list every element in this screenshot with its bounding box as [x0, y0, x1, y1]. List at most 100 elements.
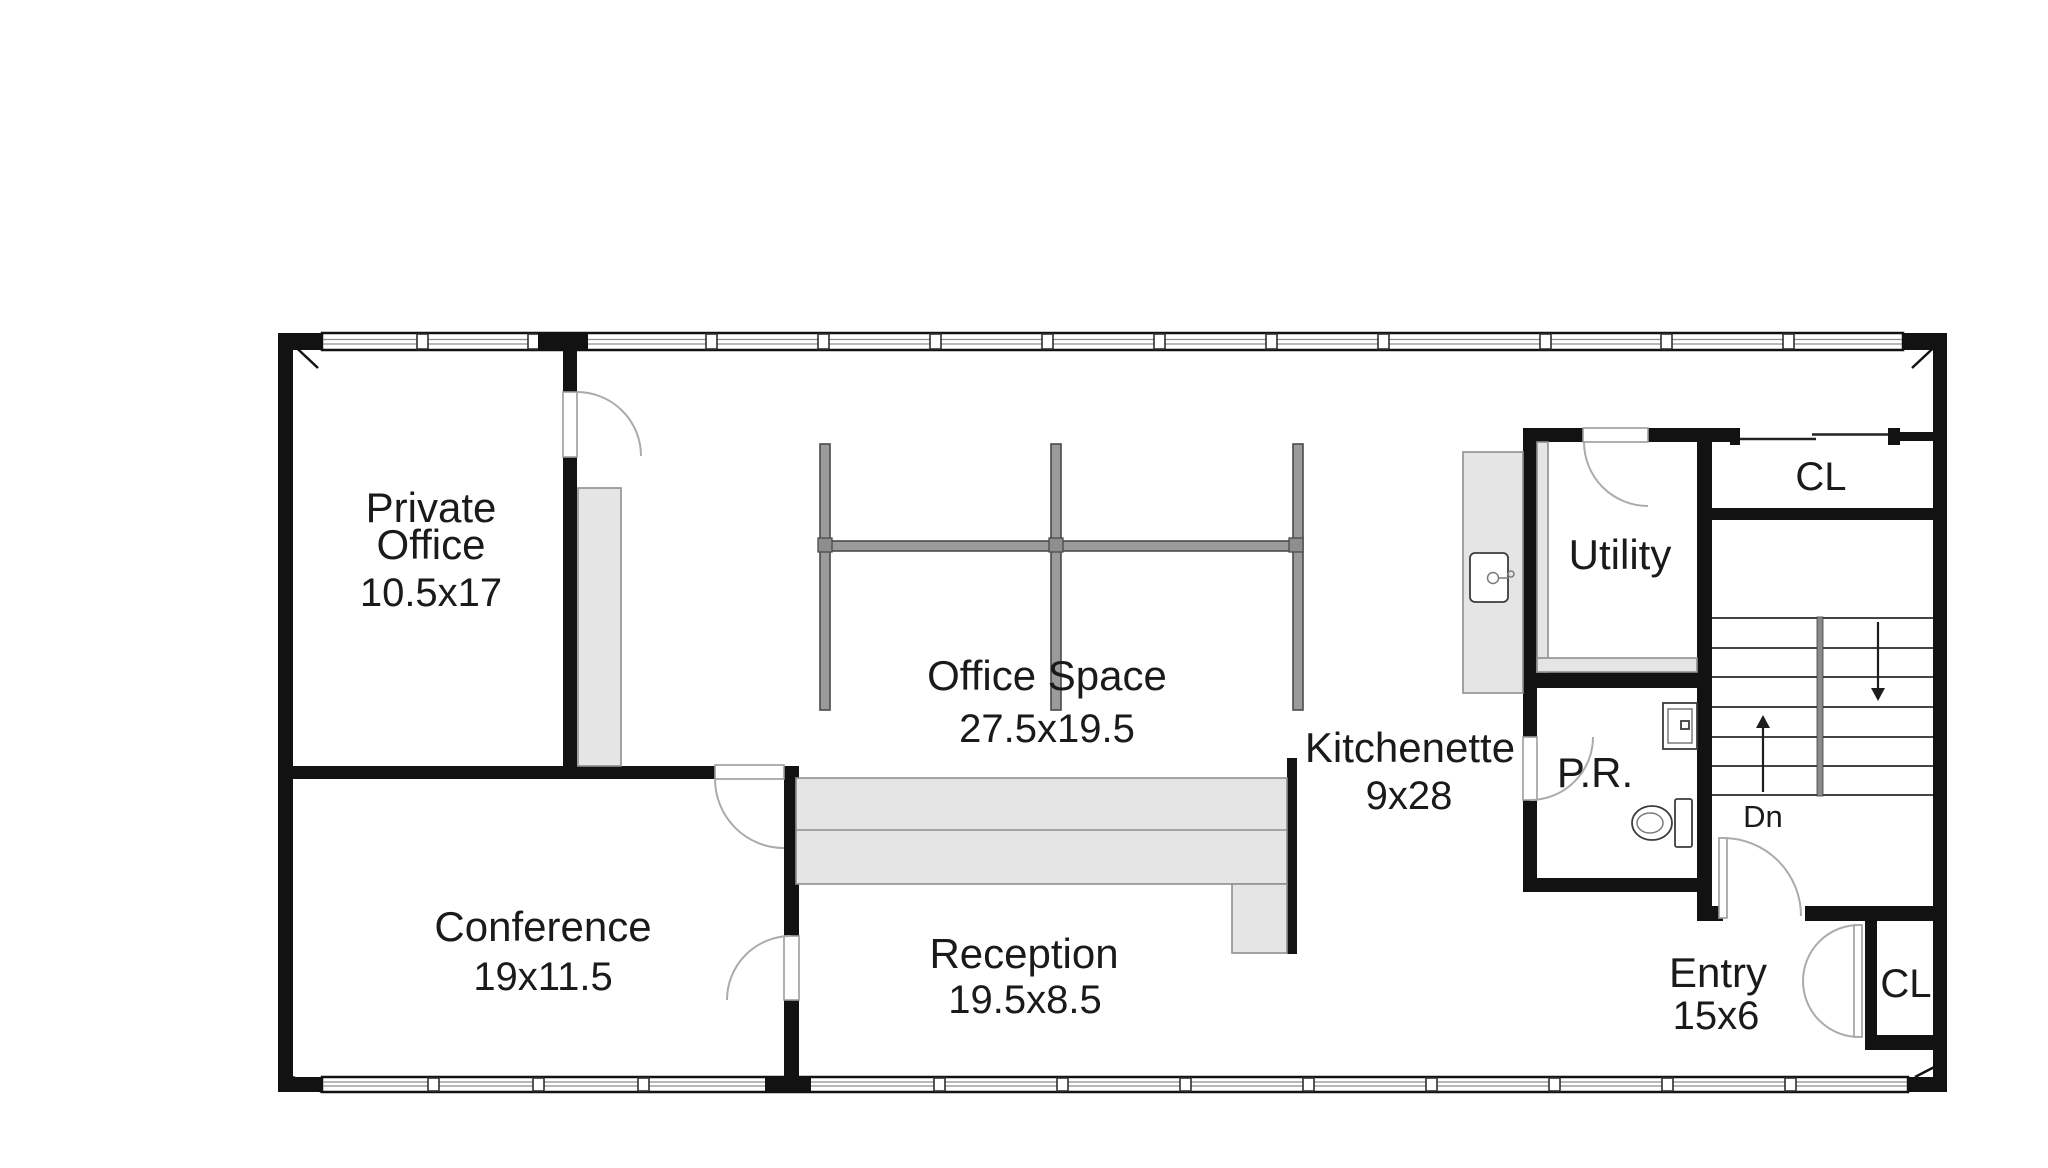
stair-stringer	[1816, 616, 1824, 797]
powder-room-sink-drain	[1680, 720, 1690, 730]
conference-top-wall	[278, 766, 715, 779]
entry-stair-door-leaf	[1718, 837, 1728, 919]
window-mullion	[532, 1077, 545, 1092]
window-mullion	[705, 333, 718, 350]
window-mullion	[817, 333, 830, 350]
room-dims-office-space: 27.5x19.5	[959, 707, 1135, 751]
conference-top-door-leaf	[714, 764, 785, 780]
stair-hall-bottom-wall-left	[1697, 906, 1723, 921]
outer-wall-bottom-junction	[765, 1077, 811, 1092]
window-mullion	[1302, 1077, 1315, 1092]
corner-mitre	[1911, 337, 1945, 369]
desk-connector	[817, 537, 833, 553]
desk-bar-vertical	[1292, 443, 1304, 711]
window-mullion	[1782, 333, 1795, 350]
room-dims-conference: 19x11.5	[473, 955, 612, 999]
powder-room-left-wall-lower	[1523, 800, 1537, 892]
powder-room-door-leaf	[1522, 736, 1538, 801]
closet-top-bottom-wall	[1697, 508, 1947, 520]
private-office-door-swing	[576, 391, 642, 457]
window-mullion	[1179, 1077, 1192, 1092]
room-label-office-space: Office Space	[927, 652, 1167, 699]
private-office-door-leaf	[562, 391, 578, 458]
reception-desk-return	[1231, 883, 1288, 954]
window-mullion	[1153, 333, 1166, 350]
room-label-entry: Entry	[1669, 949, 1767, 996]
reception-desk	[795, 777, 1288, 885]
desk-bar-vertical	[1050, 443, 1062, 711]
conference-side-door-swing	[726, 935, 792, 1001]
window-band-bottom	[320, 1075, 1910, 1094]
utility-left-wall	[1523, 428, 1537, 737]
closet-entry-bottom-wall	[1865, 1035, 1947, 1050]
closet-entry-door-swing	[1802, 980, 1860, 1038]
closet-entry-door-panel	[1853, 924, 1863, 1038]
desk-connector	[1288, 537, 1304, 553]
closet-entry-door-swing	[1802, 924, 1860, 982]
doors	[562, 391, 1888, 1038]
private-office-right-wall-lower	[563, 457, 577, 767]
room-labels: Private Office 10.5x17 Conference 19x11.…	[360, 455, 1932, 1038]
toilet-tank	[1674, 798, 1693, 848]
desk-connector	[1048, 537, 1064, 553]
room-dims-kitchenette: 9x28	[1366, 774, 1453, 818]
staircase	[1712, 616, 1933, 797]
room-label-utility: Utility	[1569, 531, 1672, 578]
room-label-powder-room: P.R.	[1557, 749, 1633, 796]
window-mullion	[1660, 333, 1673, 350]
closet-top-door-cap	[1730, 428, 1740, 445]
outer-wall-top-corner-left	[278, 333, 323, 350]
window-mullion	[416, 333, 429, 350]
room-label-reception: Reception	[929, 930, 1118, 977]
utility-door-swing	[1583, 441, 1649, 507]
walls	[278, 333, 1947, 1094]
toilet-bowl-inner	[1636, 812, 1664, 834]
corner-mitre	[285, 337, 319, 369]
window-mullion	[929, 333, 942, 350]
window-mullion	[637, 1077, 650, 1092]
window-mullion	[1548, 1077, 1561, 1092]
room-label-private-office-line1: Private	[366, 484, 497, 531]
utility-shelf-left	[1536, 441, 1549, 673]
corner-mitre	[1914, 1060, 1945, 1079]
window-mullion	[1265, 333, 1278, 350]
room-dims-reception: 19.5x8.5	[948, 978, 1101, 1022]
room-dims-private-office: 10.5x17	[360, 571, 502, 615]
outer-wall-top-junction	[538, 333, 588, 350]
closet-top-door-cap	[1888, 428, 1900, 445]
conference-side-door-leaf	[783, 935, 800, 1001]
stair-down-arrowhead-icon	[1871, 688, 1885, 701]
utility-right-wall	[1697, 428, 1712, 921]
window-mullion	[1377, 333, 1390, 350]
closet-top-wall-stub	[1898, 432, 1933, 441]
room-label-closet-top: CL	[1795, 455, 1846, 499]
fixtures	[1469, 552, 1698, 848]
closet-entry-left-wall	[1865, 906, 1877, 1050]
outer-wall-bottom-corner-right	[1907, 1077, 1947, 1092]
window-mullion	[1784, 1077, 1797, 1092]
entry-stair-door-swing	[1722, 837, 1802, 917]
outer-wall-right	[1933, 333, 1947, 1092]
utility-top-wall-right	[1648, 428, 1732, 442]
utility-door-leaf	[1582, 427, 1649, 443]
kitchen-faucet-icon	[1507, 570, 1515, 578]
utility-top-wall-left	[1523, 428, 1583, 442]
room-label-conference: Conference	[434, 903, 651, 950]
toilet-bowl	[1631, 805, 1673, 841]
window-mullion	[1425, 1077, 1438, 1092]
room-label-private-office-line2: Office	[377, 521, 486, 568]
window-mullion	[1539, 333, 1552, 350]
room-label-closet-entry: CL	[1880, 962, 1931, 1006]
stair-up-arrowhead-icon	[1756, 715, 1770, 728]
window-mullion	[527, 333, 540, 350]
conference-top-door-swing	[714, 778, 785, 849]
window-mullion	[1041, 333, 1054, 350]
reception-desk-end-wall	[1287, 758, 1297, 954]
window-mullion	[427, 1077, 440, 1092]
outer-wall-left	[278, 333, 293, 1092]
room-label-kitchenette: Kitchenette	[1305, 724, 1515, 771]
outer-wall-bottom-corner-left	[278, 1077, 323, 1092]
window-mullion	[1661, 1077, 1674, 1092]
